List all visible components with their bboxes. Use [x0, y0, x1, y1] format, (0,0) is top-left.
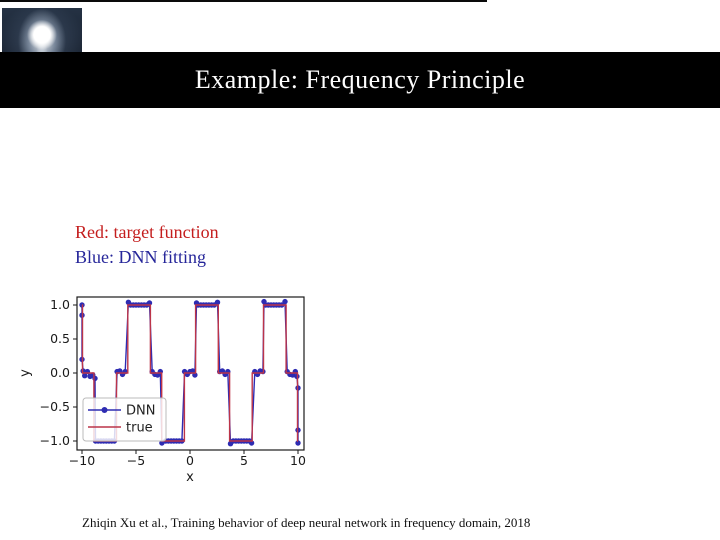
title-bar: Example: Frequency Principle — [0, 52, 720, 108]
legend-notes: Red: target function Blue: DNN fitting — [75, 220, 219, 270]
svg-text:−1.0: −1.0 — [40, 433, 70, 448]
svg-text:0.0: 0.0 — [50, 365, 70, 380]
frequency-plot-svg: −10 −5 0 5 10 1.0 0.5 0.0 −0.5 −1.0 x yDNN true — [18, 296, 306, 485]
svg-text:−0.5: −0.5 — [40, 399, 70, 414]
svg-text:10: 10 — [290, 453, 306, 468]
svg-text:−5: −5 — [127, 453, 145, 468]
top-edge-line — [0, 0, 487, 2]
svg-text:1.0: 1.0 — [50, 297, 70, 312]
note-red-target: Red: target function — [75, 222, 219, 242]
frequency-plot-figure: −10 −5 0 5 10 1.0 0.5 0.0 −0.5 −1.0 x yDNN true — [18, 288, 312, 488]
svg-text:−10: −10 — [69, 453, 95, 468]
svg-text:5: 5 — [240, 453, 248, 468]
legend-label-true: true — [126, 421, 153, 436]
note-blue-dnn: Blue: DNN fitting — [75, 247, 206, 267]
svg-text:y: y — [20, 369, 33, 377]
plot-legend — [82, 397, 167, 442]
svg-text:0: 0 — [186, 453, 194, 468]
legend-label-DNN: DNN — [126, 404, 155, 419]
slide-title: Example: Frequency Principle — [194, 65, 526, 94]
svg-text:0.5: 0.5 — [50, 331, 70, 346]
svg-text:x: x — [186, 470, 194, 485]
citation-text: Zhiqin Xu et al., Training behavior of d… — [82, 515, 531, 530]
